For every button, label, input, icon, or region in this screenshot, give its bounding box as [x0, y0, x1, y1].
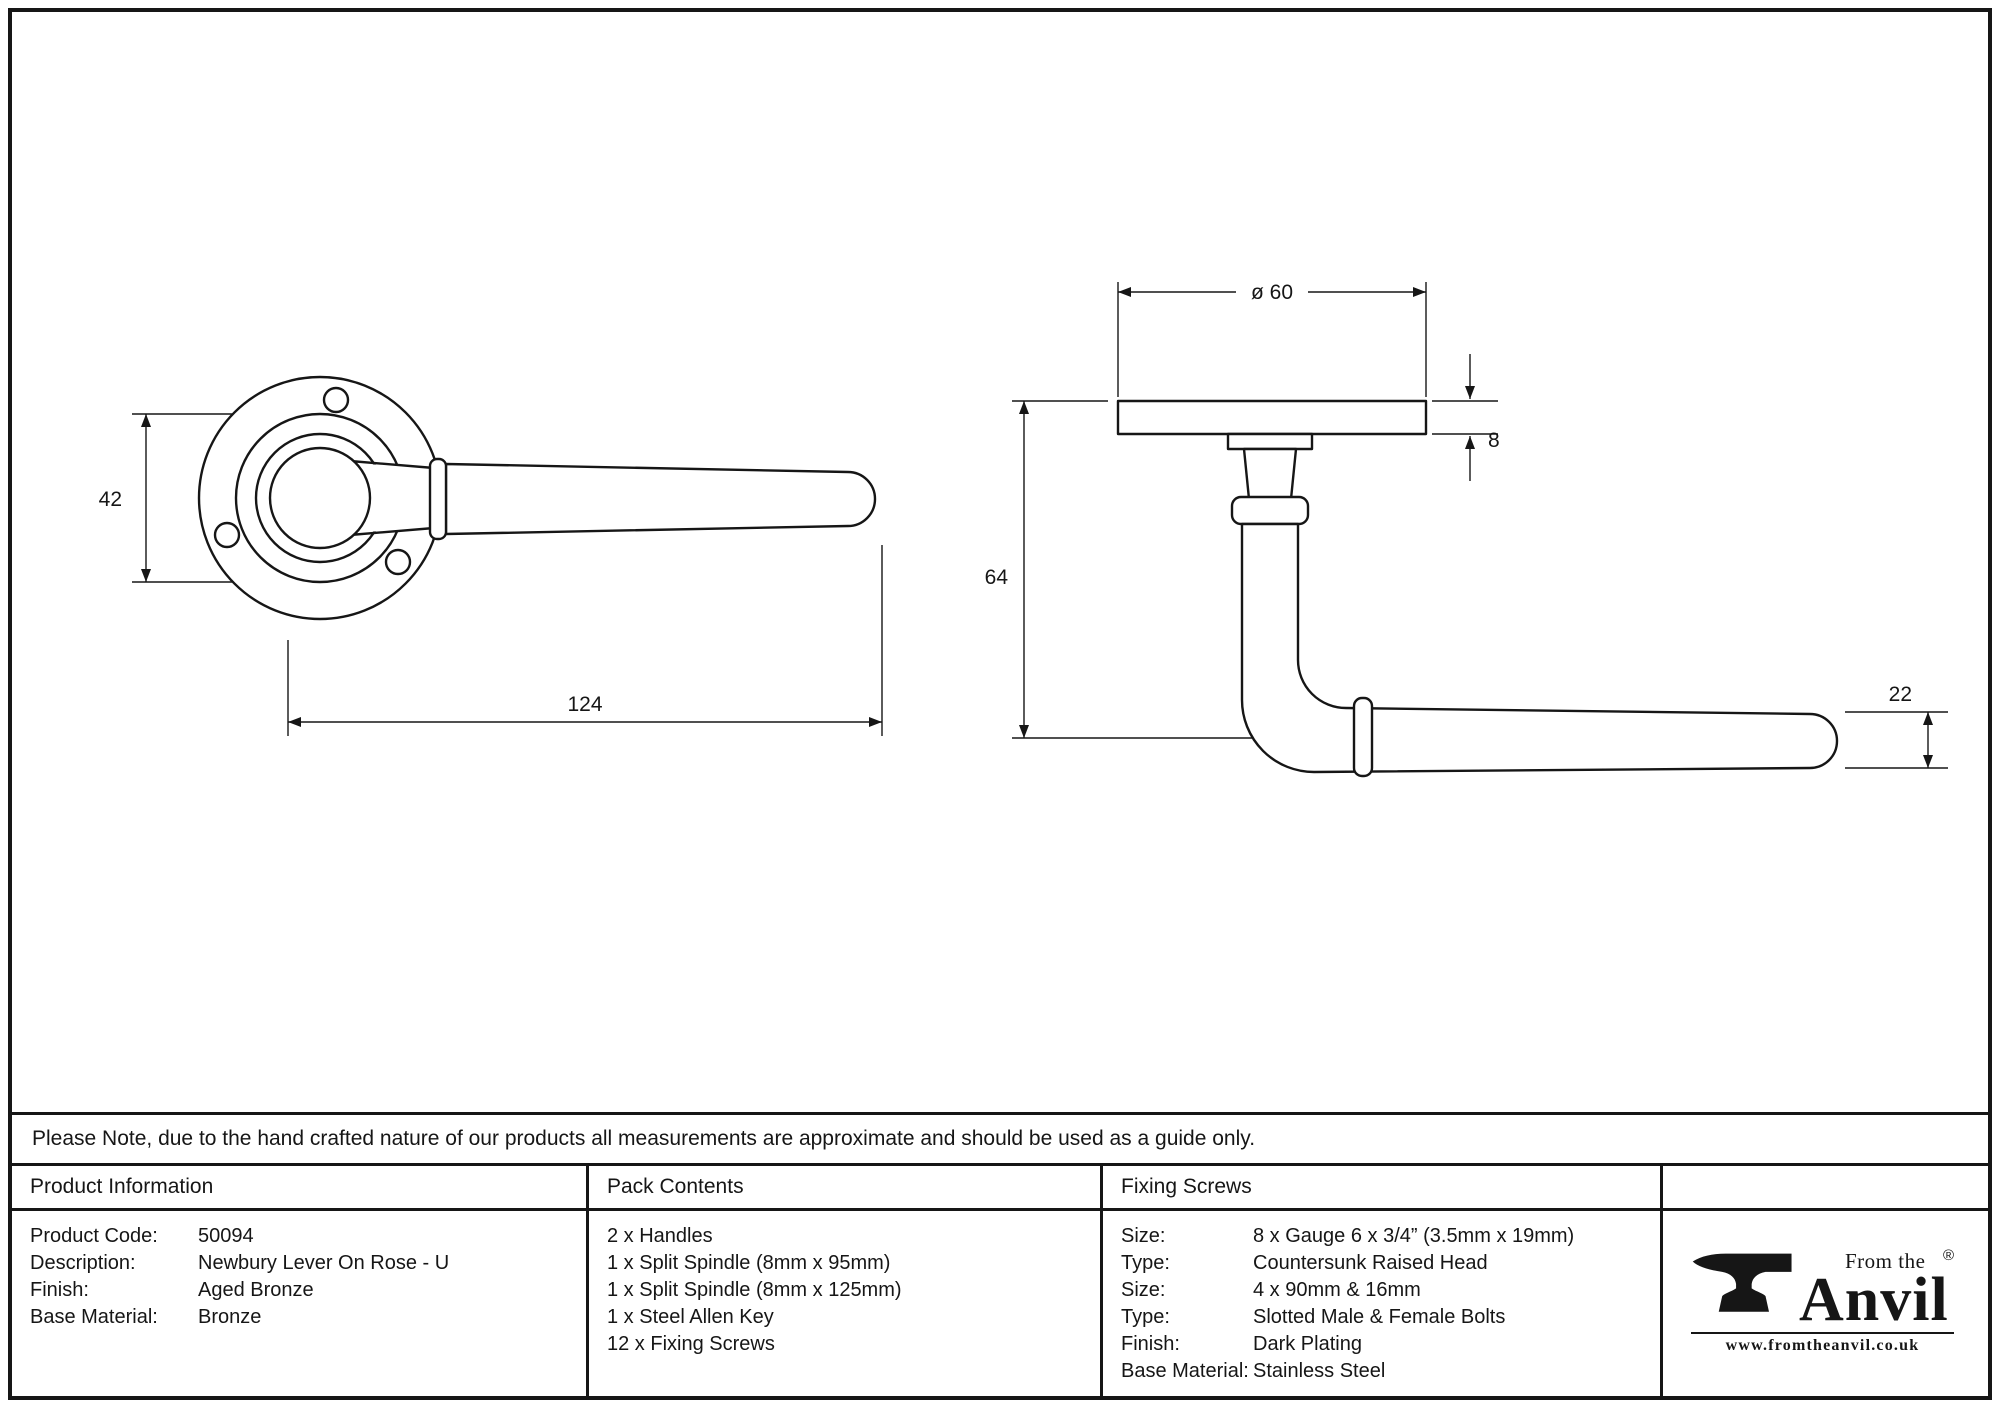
front-view [197, 375, 877, 621]
side-view [1116, 399, 1839, 778]
lever-neck-edge [349, 459, 435, 470]
field-label: Base Material: [1121, 1360, 1249, 1382]
spec-sheet: 42 124 [8, 8, 1992, 1400]
lever-arm-side [1240, 522, 1839, 774]
pack-item: 1 x Split Spindle (8mm x 95mm) [607, 1252, 891, 1274]
fixing-screws-header: Fixing Screws [1100, 1166, 1660, 1208]
screw-material-row: Base Material: Stainless Steel [1121, 1358, 1642, 1385]
screw-finish-row: Finish: Dark Plating [1121, 1331, 1642, 1358]
pack-item: 2 x Handles [607, 1225, 713, 1247]
pack-contents-header: Pack Contents [586, 1166, 1100, 1208]
brand-logo: From the Anvil ® www.fromtheanvil.co.uk [1681, 1223, 1970, 1355]
field-label: Base Material: [30, 1306, 158, 1328]
spindle-boss [1226, 432, 1314, 451]
dim-60-label: ø 60 [1251, 281, 1293, 304]
pack-item: 1 x Steel Allen Key [607, 1306, 774, 1328]
field-label: Type: [1121, 1252, 1170, 1274]
technical-drawing: 42 124 [99, 278, 1948, 778]
screw-hole [213, 521, 241, 549]
field-label: Type: [1121, 1306, 1170, 1328]
bolt-type-row: Type: Slotted Male & Female Bolts [1121, 1304, 1642, 1331]
field-value: Slotted Male & Female Bolts [1253, 1306, 1506, 1328]
lever-collar [428, 457, 448, 541]
brand-rule [1691, 1332, 1954, 1334]
lever-neck-edge [349, 526, 435, 537]
dim-42-label: 42 [99, 488, 122, 511]
screw-hole [322, 386, 350, 414]
lever-hub-circle [268, 446, 372, 550]
registered-mark: ® [1942, 1247, 1954, 1264]
pack-item: 1 x Split Spindle (8mm x 125mm) [607, 1279, 902, 1301]
screw-size-row: Size: 8 x Gauge 6 x 3/4” (3.5mm x 19mm) [1121, 1223, 1642, 1250]
note-text: Please Note, due to the hand crafted nat… [32, 1127, 1256, 1150]
field-value: 50094 [198, 1225, 254, 1247]
pack-item: 12 x Fixing Screws [607, 1333, 775, 1355]
logo-header-cell [1660, 1166, 1988, 1208]
fixing-screws-cell: Size: 8 x Gauge 6 x 3/4” (3.5mm x 19mm) … [1100, 1211, 1660, 1396]
table-header-row: Product Information Pack Contents Fixing… [12, 1163, 1988, 1211]
brand-name: Anvil [1799, 1266, 1949, 1334]
brand-website: www.fromtheanvil.co.uk [1725, 1337, 1920, 1354]
stem-flare-ring [1230, 495, 1310, 526]
field-label: Description: [30, 1252, 136, 1274]
field-value: Dark Plating [1253, 1333, 1362, 1355]
dim-64-label: 64 [985, 566, 1009, 589]
rose-plate-side [1116, 399, 1428, 436]
dim-label-mask [1236, 278, 1308, 304]
product-info-header: Product Information [30, 1175, 214, 1198]
field-value: Aged Bronze [198, 1279, 314, 1301]
product-code-row: Product Code: 50094 [30, 1223, 568, 1250]
field-label: Size: [1121, 1225, 1166, 1247]
brand-text: From the Anvil [1799, 1247, 1949, 1334]
screw-hole [384, 548, 412, 576]
front-view-dimensions [132, 413, 883, 736]
screw-type-row: Type: Countersunk Raised Head [1121, 1250, 1642, 1277]
lever-grip [444, 462, 877, 536]
finish-row: Finish: Aged Bronze [30, 1277, 568, 1304]
pack-contents-cell: 2 x Handles 1 x Split Spindle (8mm x 95m… [586, 1211, 1100, 1396]
dim-124-label: 124 [567, 693, 602, 716]
field-label: Finish: [1121, 1333, 1180, 1355]
drawing-area: 42 124 [12, 12, 1988, 1112]
field-label: Product Code: [30, 1225, 158, 1247]
product-info-cell: Product Code: 50094 Description: Newbury… [12, 1211, 586, 1396]
field-value: Bronze [198, 1306, 262, 1328]
lever-collar-side [1352, 696, 1374, 778]
lever-stem [1242, 447, 1298, 501]
side-view-dimensions [1012, 282, 1948, 769]
bolt-size-row: Size: 4 x 90mm & 16mm [1121, 1277, 1642, 1304]
dim-8-label: 8 [1488, 429, 1500, 452]
table-body-row: Product Code: 50094 Description: Newbury… [12, 1211, 1988, 1396]
description-row: Description: Newbury Lever On Rose - U [30, 1250, 568, 1277]
dim-22-label: 22 [1889, 683, 1912, 706]
brand-tagline: From the [1845, 1249, 1926, 1273]
base-material-row: Base Material: Bronze [30, 1304, 568, 1331]
field-value: 4 x 90mm & 16mm [1253, 1279, 1421, 1301]
note-row: Please Note, due to the hand crafted nat… [12, 1112, 1988, 1163]
field-value: Countersunk Raised Head [1253, 1252, 1488, 1274]
field-label: Size: [1121, 1279, 1166, 1301]
field-value: Stainless Steel [1253, 1360, 1386, 1382]
brand-logo-top: From the Anvil ® [1691, 1247, 1954, 1334]
field-label: Finish: [30, 1279, 89, 1301]
anvil-icon [1692, 1253, 1792, 1312]
field-value: Newbury Lever On Rose - U [198, 1252, 450, 1274]
field-value: 8 x Gauge 6 x 3/4” (3.5mm x 19mm) [1253, 1225, 1575, 1247]
brand-cell: From the Anvil ® www.fromtheanvil.co.uk [1660, 1211, 1988, 1396]
